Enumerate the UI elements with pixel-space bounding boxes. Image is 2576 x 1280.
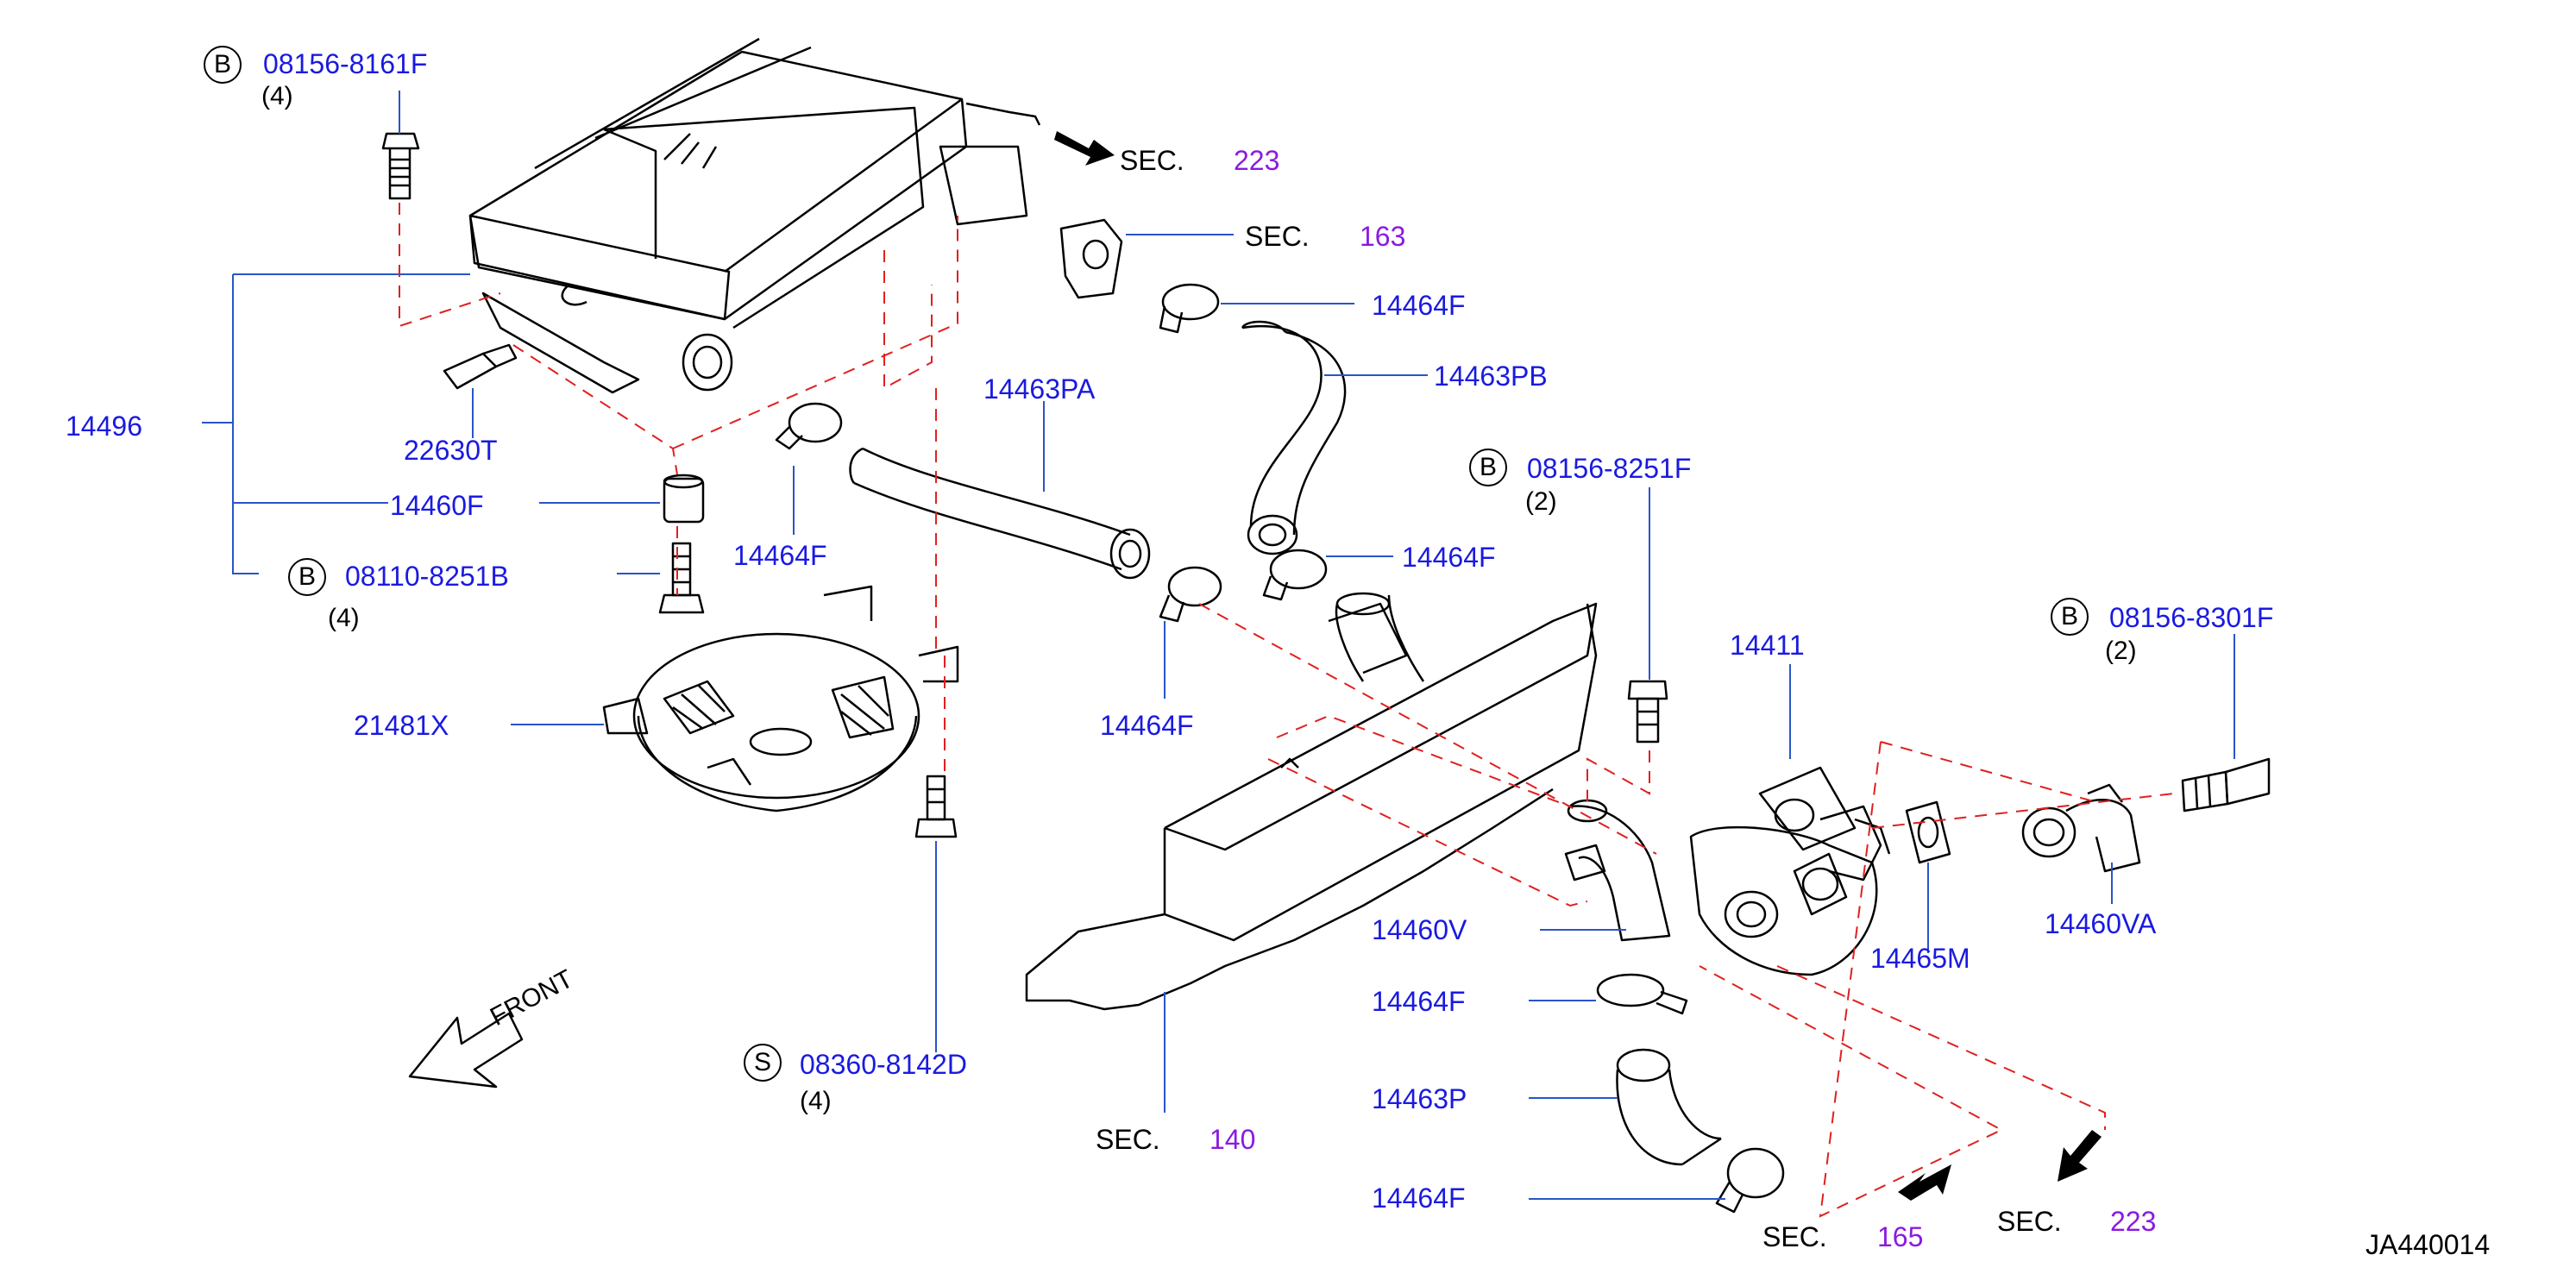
mount-14460F-drawing bbox=[663, 474, 705, 524]
bolt-08156-8161F-drawing bbox=[381, 132, 420, 200]
clamp-14464F-c-drawing bbox=[1159, 566, 1222, 623]
dashed-sec223-bot bbox=[1776, 965, 2106, 1130]
sensor-22630T-drawing bbox=[443, 343, 518, 390]
manifold-sec140-drawing bbox=[1025, 592, 1598, 1011]
part-label-14460F: 14460F bbox=[390, 490, 484, 521]
hose-14463PA-drawing bbox=[849, 447, 1151, 580]
leader-14496 bbox=[202, 273, 470, 574]
part-label-14460VA: 14460VA bbox=[2045, 908, 2157, 939]
part-label-14464F-f: 14464F bbox=[1372, 1183, 1466, 1214]
part-label-14460V: 14460V bbox=[1372, 914, 1467, 945]
pipe-14460V-drawing bbox=[1564, 799, 1671, 942]
front-arrow bbox=[408, 1012, 524, 1089]
stud-mark-s1: S bbox=[744, 1044, 782, 1082]
bolt-mark-b2: B bbox=[288, 558, 326, 596]
dashed-clamp-to-manifold bbox=[1198, 603, 1657, 855]
bolt-08110-8251B-drawing bbox=[658, 542, 705, 614]
heat-shield-21481X-drawing bbox=[602, 585, 959, 813]
section-ref-223-bottom-number: 223 bbox=[2110, 1206, 2157, 1237]
qty-08156-8161F: (4) bbox=[261, 82, 293, 110]
stud-08360-8142D-drawing bbox=[914, 775, 958, 838]
part-number-08156-8161F: 08156-8161F bbox=[263, 48, 428, 79]
clamp-14464F-f-drawing bbox=[1715, 1147, 1785, 1214]
qty-08360-8142D: (4) bbox=[800, 1087, 832, 1115]
bolt-mark-b4: B bbox=[2051, 598, 2089, 636]
dashed-manifold-lower bbox=[1267, 758, 1588, 907]
canister-14496-drawing bbox=[468, 37, 1041, 394]
egr-valve-14411-drawing bbox=[1689, 766, 1891, 976]
dashed-bolt-to-canister bbox=[399, 203, 501, 328]
part-label-14464F-b: 14464F bbox=[1372, 290, 1466, 321]
fitting-sec163-drawing bbox=[1059, 218, 1123, 299]
dashed-manifold-to-egr bbox=[1276, 714, 1571, 807]
part-label-22630T: 22630T bbox=[404, 435, 498, 466]
part-label-14496: 14496 bbox=[66, 411, 142, 442]
dashed-canister-to-mount bbox=[512, 344, 678, 475]
section-ref-223-bottom-prefix: SEC. bbox=[1997, 1206, 2062, 1237]
gasket-14465M-drawing bbox=[1905, 800, 1951, 864]
part-label-14464F-c: 14464F bbox=[1100, 710, 1194, 741]
section-ref-140-prefix: SEC. bbox=[1096, 1124, 1160, 1155]
dashed-stud-to-shield bbox=[935, 388, 946, 772]
dashed-egr-top bbox=[1880, 741, 2097, 803]
sec-165-arrow bbox=[1898, 1164, 1951, 1201]
part-label-14463PA: 14463PA bbox=[983, 373, 1096, 405]
section-ref-140-number: 140 bbox=[1209, 1124, 1256, 1155]
dashed-egr-down bbox=[1699, 741, 2004, 1218]
part-label-14411: 14411 bbox=[1730, 630, 1805, 661]
dashed-canister-right bbox=[672, 216, 958, 449]
bolt-08156-8301F-drawing bbox=[2181, 757, 2271, 813]
part-label-14463P: 14463P bbox=[1372, 1083, 1467, 1114]
hose-14463P-drawing bbox=[1616, 1048, 1722, 1166]
clamp-14464F-e-drawing bbox=[1596, 973, 1688, 1015]
part-label-14463PB: 14463PB bbox=[1434, 361, 1548, 392]
part-label-14465M: 14465M bbox=[1870, 943, 1970, 974]
part-label-14464F-e: 14464F bbox=[1372, 986, 1466, 1017]
qty-08156-8301F: (2) bbox=[2105, 637, 2137, 665]
dashed-egr-to-gasket bbox=[1871, 793, 2175, 829]
part-label-14464F-a: 14464F bbox=[733, 540, 827, 571]
bolt-mark-b3: B bbox=[1469, 449, 1507, 486]
part-number-08156-8251F: 08156-8251F bbox=[1527, 453, 1692, 484]
dashed-canister-stud bbox=[883, 250, 933, 390]
part-number-08360-8142D: 08360-8142D bbox=[800, 1049, 967, 1080]
qty-08110-8251B: (4) bbox=[328, 604, 360, 632]
clamp-14464F-a-drawing bbox=[775, 402, 843, 450]
clamp-14464F-d-drawing bbox=[1262, 549, 1328, 601]
section-ref-223-top-prefix: SEC. bbox=[1120, 145, 1184, 176]
clamp-14464F-b-drawing bbox=[1159, 283, 1220, 334]
part-number-08110-8251B: 08110-8251B bbox=[345, 561, 509, 592]
section-ref-163-prefix: SEC. bbox=[1245, 221, 1310, 252]
section-ref-165-prefix: SEC. bbox=[1762, 1221, 1827, 1252]
section-ref-163-number: 163 bbox=[1360, 221, 1406, 252]
part-label-21481X: 21481X bbox=[354, 710, 449, 741]
bolt-mark-b1: B bbox=[204, 46, 242, 84]
section-ref-223-top-number: 223 bbox=[1234, 145, 1280, 176]
dashed-bolt-8251F bbox=[1586, 750, 1650, 802]
sec-223-top-arrow bbox=[1054, 131, 1115, 166]
part-label-14464F-d: 14464F bbox=[1402, 542, 1496, 573]
section-ref-165-number: 165 bbox=[1877, 1221, 1924, 1252]
bolt-08156-8251F-drawing bbox=[1627, 680, 1668, 744]
sec-223-bot-arrow bbox=[2058, 1130, 2102, 1182]
diagram-code: JA440014 bbox=[2366, 1229, 2491, 1260]
qty-08156-8251F: (2) bbox=[1525, 487, 1557, 516]
hose-14463PB-drawing bbox=[1241, 320, 1347, 555]
part-number-08156-8301F: 08156-8301F bbox=[2109, 602, 2274, 633]
